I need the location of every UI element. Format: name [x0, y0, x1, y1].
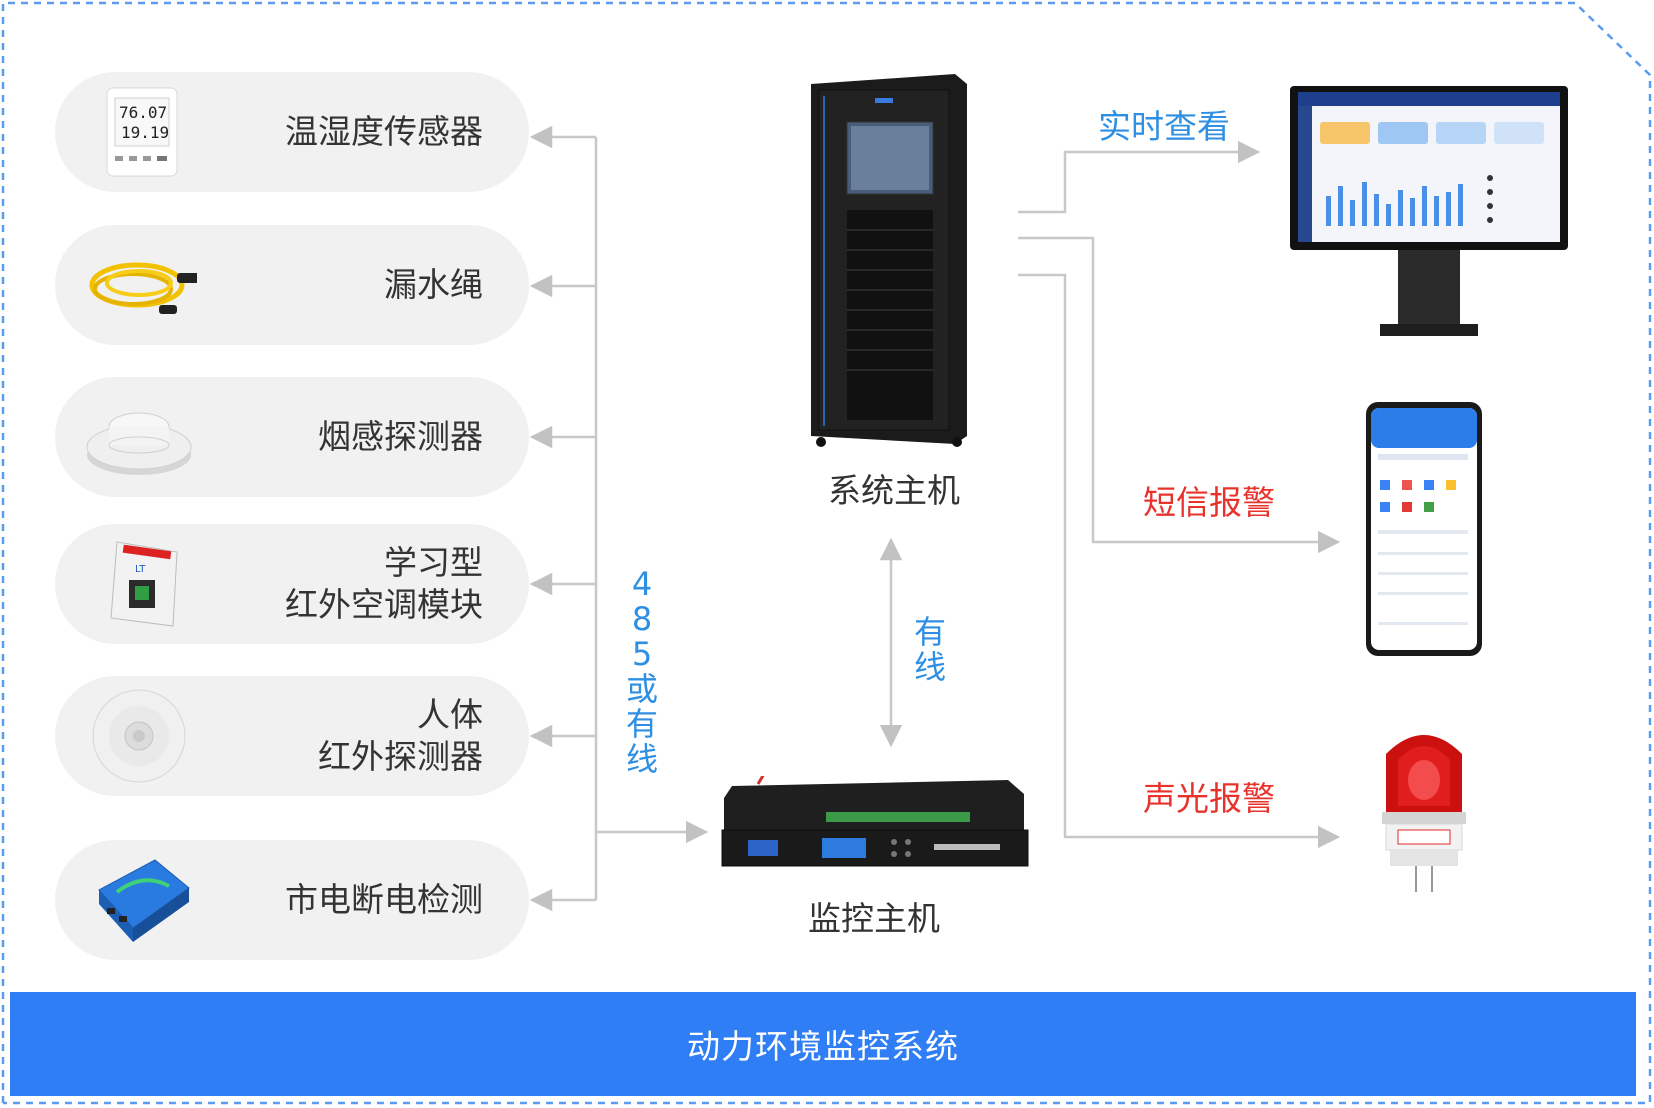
sensor-label: 人体红外探测器: [318, 695, 483, 776]
output-label-realtime: 实时查看: [1098, 107, 1230, 146]
smoke-detector-icon: [86, 412, 192, 475]
monitoring-host-icon: [721, 776, 1029, 867]
output-label-sms: 短信报警: [1143, 483, 1275, 522]
monitor-host-caption: 监控主机: [808, 899, 940, 938]
output-label-sound-light: 声光报警: [1143, 779, 1275, 818]
alarm-beacon-icon: [1382, 735, 1466, 892]
sensor-power-failure: 市电断电检测: [55, 840, 529, 960]
ir-ac-module-icon: LT: [110, 541, 178, 627]
svg-text:76.07: 76.07: [119, 103, 167, 122]
svg-text:19.19: 19.19: [121, 123, 169, 142]
power-failure-detector-icon: [98, 859, 190, 942]
footer-title-bar: 动力环境监控系统: [10, 992, 1636, 1096]
svg-text:LT: LT: [135, 564, 146, 575]
sensor-pir: 人体红外探测器: [55, 676, 529, 796]
sensor-label: 市电断电检测: [285, 880, 483, 919]
sensor-label: 烟感探测器: [318, 417, 483, 456]
server-rack-icon: [811, 74, 967, 447]
footer-title: 动力环境监控系统: [687, 1027, 959, 1066]
link-label-wired: 有线: [913, 613, 946, 686]
smartphone-icon: [1366, 402, 1482, 656]
system-host-caption: 系统主机: [828, 471, 960, 510]
temperature-humidity-sensor-icon: 76.07 19.19: [106, 87, 178, 177]
sensor-water-leak: 漏水绳: [55, 225, 529, 345]
sensor-label: 温湿度传感器: [285, 112, 483, 151]
sensor-smoke: 烟感探测器: [55, 377, 529, 497]
sensor-label: 漏水绳: [384, 265, 483, 304]
display-monitor-icon: [1290, 86, 1568, 336]
sensor-ir-ac-module: LT 学习型红外空调模块: [55, 524, 529, 644]
pir-detector-icon: [92, 689, 186, 783]
water-leak-rope-icon: [89, 262, 197, 314]
sensor-temperature-humidity: 76.07 19.19 温湿度传感器: [55, 72, 529, 192]
sensor-label: 学习型红外空调模块: [285, 543, 483, 624]
